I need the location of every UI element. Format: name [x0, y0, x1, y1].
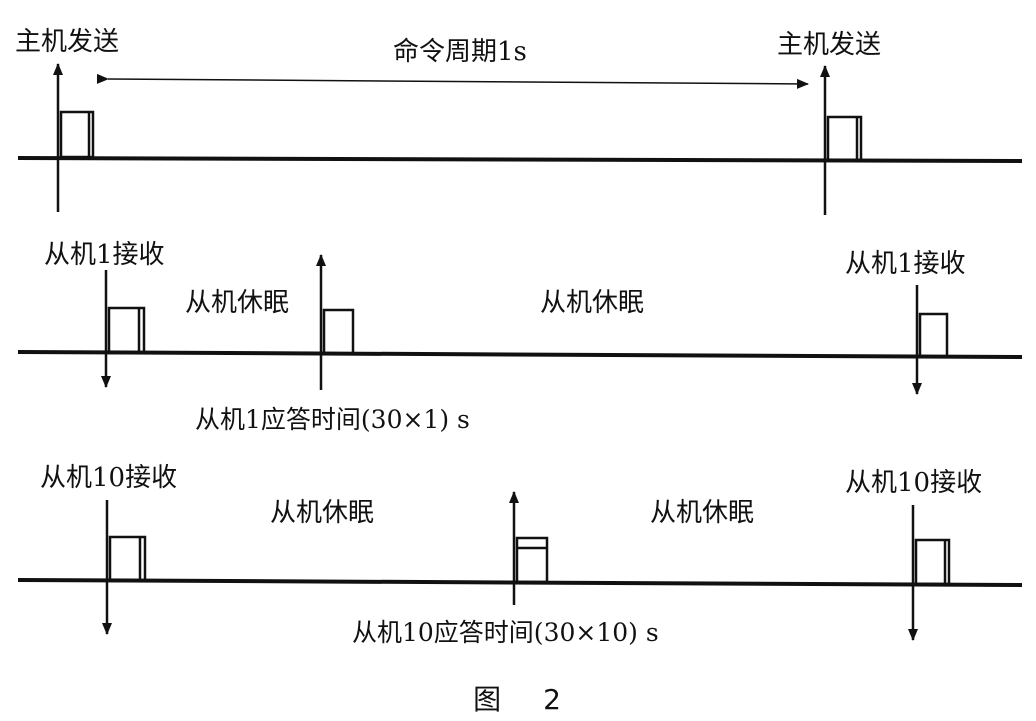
row2-response-pulse: [322, 308, 355, 356]
figure-caption-prefix: 图: [473, 683, 504, 716]
master-send-label-right: 主机发送: [777, 30, 882, 60]
master-send-label-left: 主机发送: [15, 27, 120, 57]
figure-caption-number: 2: [543, 683, 563, 716]
row2-timeline: [17, 350, 1023, 359]
slave10-receive-label-right: 从机10接收: [845, 468, 983, 498]
slave1-response-time-label: 从机1应答时间(30×1) s: [195, 405, 470, 434]
row2-pulse-right: [918, 312, 949, 359]
slave10-receive-label-left: 从机10接收: [40, 463, 178, 493]
slave1-sleep-label-right: 从机休眠: [540, 288, 645, 318]
row1-pulse-right: [826, 115, 863, 162]
slave1-receive-label-right: 从机1接收: [845, 249, 966, 279]
slave1-receive-label-left: 从机1接收: [44, 240, 165, 270]
slave10-response-time-label: 从机10应答时间(30×10) s: [352, 618, 659, 647]
row1-pulse-left: [59, 110, 95, 159]
row1-timeline: [17, 156, 1023, 163]
command-period-arrow: [96, 73, 809, 89]
row3-pulse-right: [914, 538, 951, 586]
row3-pulse-left: [108, 535, 147, 583]
slave10-sleep-label-right: 从机休眠: [650, 498, 755, 528]
slave10-sleep-label-left: 从机休眠: [270, 498, 375, 528]
row3-response-pulse: [515, 536, 549, 584]
command-period-label: 命令周期1s: [393, 37, 527, 67]
slave1-sleep-label-left: 从机休眠: [185, 288, 290, 318]
row2-pulse-left: [107, 306, 146, 355]
